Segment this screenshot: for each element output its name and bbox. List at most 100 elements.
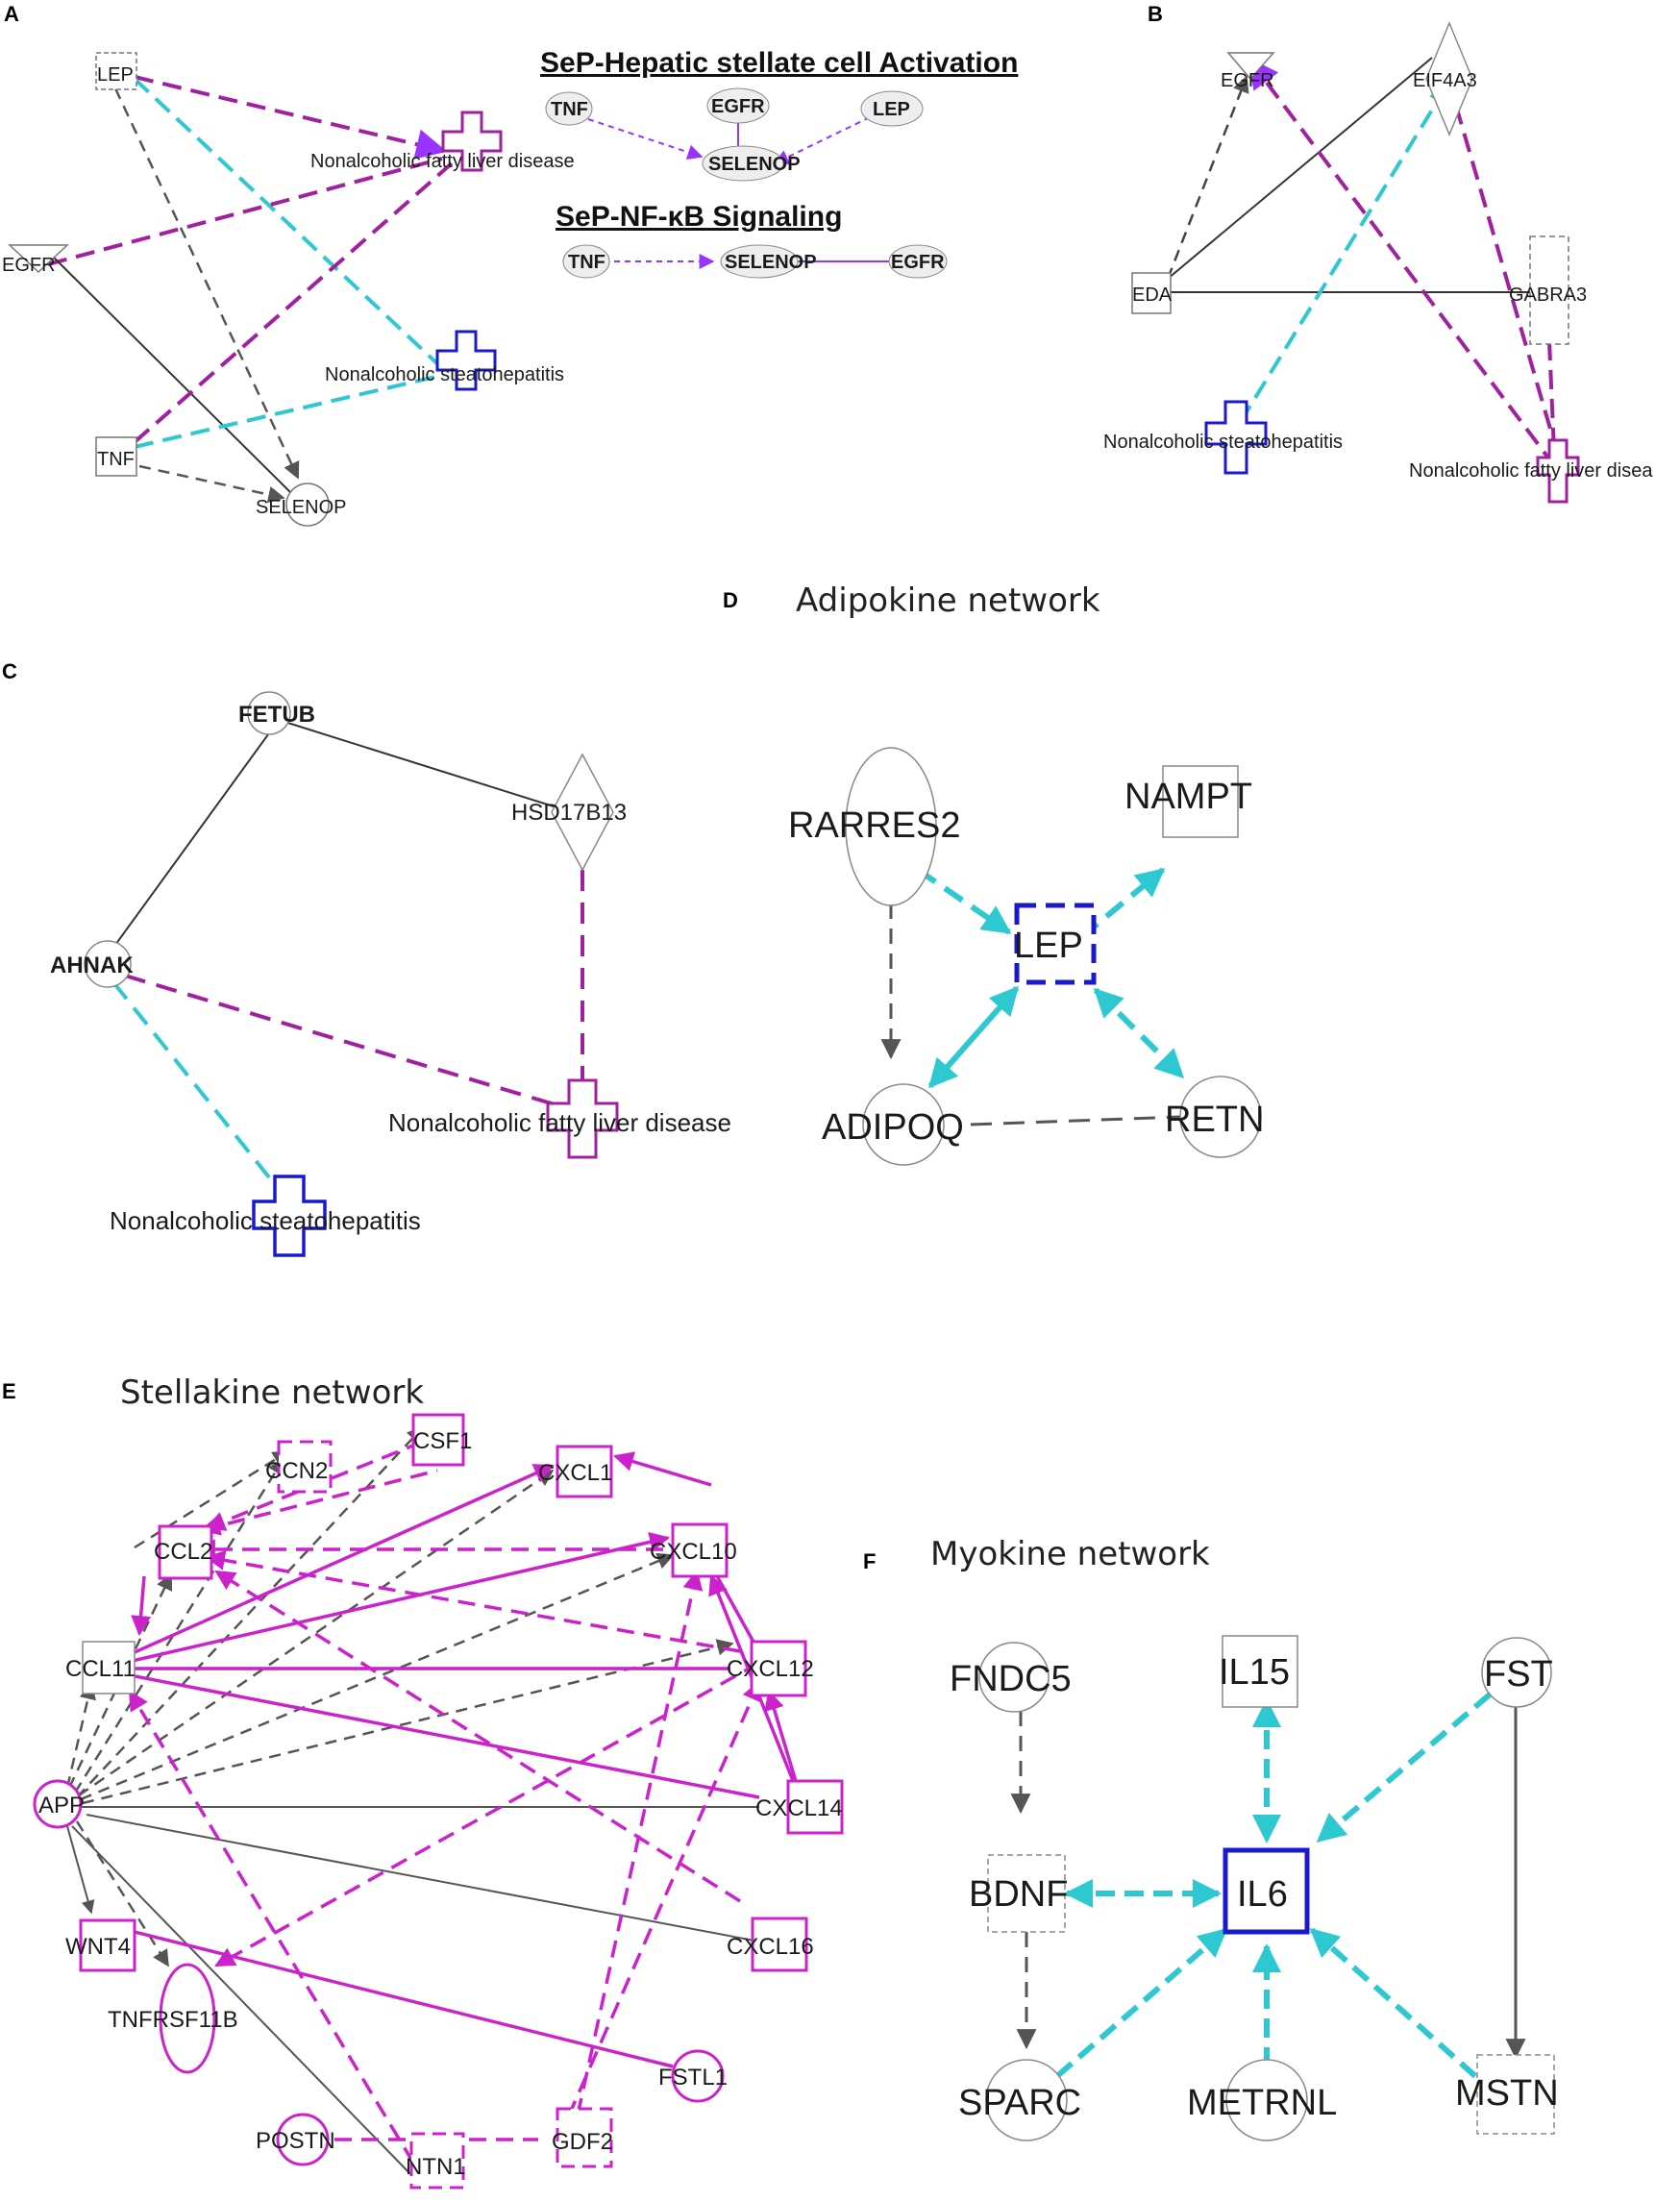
node-c-fetub bbox=[247, 691, 291, 735]
panel-label-a: A bbox=[4, 2, 19, 26]
node-p1-lep bbox=[860, 90, 924, 127]
edge-eif4a3-nafld bbox=[1454, 105, 1559, 453]
edge-mstn-il6 bbox=[1309, 1927, 1477, 2079]
node-c-nash bbox=[252, 1175, 327, 1257]
edge-app-cxcl10 bbox=[80, 1552, 675, 1801]
node-e-gdf2 bbox=[556, 2107, 613, 2168]
label-f-mstn: MSTN bbox=[1455, 2073, 1559, 2114]
panel-c: C FETUB HSD17B13 AHNAK Nonalcoholic fatt… bbox=[2, 659, 731, 1257]
label-a-egfr: EGFR bbox=[2, 255, 56, 276]
label-d-nampt: NAMPT bbox=[1124, 777, 1252, 817]
label-e-cxcl16: CXCL16 bbox=[727, 1934, 814, 1960]
edge-gabra3-nafld bbox=[1547, 340, 1556, 453]
edge-gdf2-cxcl12 bbox=[556, 1680, 762, 2142]
panel-b: B EGFR EIF4A3 EDA GABRA3 Nonalcoholic st… bbox=[1103, 2, 1653, 504]
edges-app-gray bbox=[65, 1425, 734, 1967]
node-b-eda bbox=[1131, 272, 1172, 314]
node-b-gabra3 bbox=[1529, 235, 1569, 345]
node-a-nafld bbox=[441, 111, 503, 172]
node-f-sparc bbox=[985, 2059, 1068, 2141]
label-b-nafld: Nonalcoholic fatty liver disea bbox=[1409, 460, 1653, 482]
label-f-il15: IL15 bbox=[1219, 1652, 1290, 1693]
edge-lep-adipoq bbox=[927, 985, 1020, 1089]
label-e-cxcl10: CXCL10 bbox=[650, 1539, 737, 1565]
label-b-eda: EDA bbox=[1132, 285, 1173, 306]
label-d-rarres2: RARRES2 bbox=[788, 805, 961, 846]
node-p2-selenop bbox=[720, 244, 799, 279]
node-a-tnf bbox=[95, 436, 137, 477]
edge-ccl2-ccl11 bbox=[131, 1575, 152, 1637]
panel-label-d: D bbox=[723, 588, 738, 612]
panel-e: E Stellakine network bbox=[2, 1373, 844, 2190]
pathway-hsc: SeP-Hepatic stellate cell Activation TNF… bbox=[540, 47, 1018, 182]
node-d-rarres2 bbox=[845, 747, 937, 906]
node-e-cxcl14 bbox=[786, 1779, 844, 1835]
node-e-cxcl16 bbox=[751, 1917, 808, 1972]
edge-egfr-nafld bbox=[47, 157, 443, 266]
edge-cxcl14-cxcl12 bbox=[764, 1689, 800, 1789]
node-e-cxcl1 bbox=[556, 1445, 613, 1498]
node-d-adipoq bbox=[862, 1083, 945, 1166]
label-p2-egfr: EGFR bbox=[891, 252, 945, 273]
edge-app-ccn2 bbox=[73, 1457, 285, 1794]
node-a-nash bbox=[435, 330, 497, 391]
node-b-nash bbox=[1204, 400, 1268, 475]
label-f-fndc5: FNDC5 bbox=[950, 1659, 1072, 1699]
node-d-retn bbox=[1179, 1076, 1262, 1158]
edge-wnt4-fstl1 bbox=[114, 1925, 674, 2068]
node-c-hsd bbox=[551, 753, 614, 872]
edge-egfr-nafld-b bbox=[1248, 57, 1549, 458]
pathway-hsc-title: SeP-Hepatic stellate cell Activation bbox=[540, 47, 1018, 79]
edge-lep-selenop bbox=[113, 87, 300, 480]
node-e-ntn1 bbox=[409, 2132, 465, 2190]
node-f-mstn bbox=[1476, 2054, 1555, 2135]
edge-fetub-ahnak bbox=[110, 730, 272, 953]
edge-app-wnt4 bbox=[66, 1825, 95, 1915]
edge-ntn1-ccl11 bbox=[128, 1690, 415, 2164]
label-e-wnt4: WNT4 bbox=[65, 1934, 131, 1960]
edge-tnf-selenop bbox=[138, 464, 285, 504]
label-p1-tnf: TNF bbox=[551, 99, 588, 120]
edge-egfr-selenop bbox=[45, 249, 294, 496]
edge-ahnak-nash bbox=[111, 980, 271, 1179]
label-c-ahnak: AHNAK bbox=[50, 953, 134, 978]
edge-fst-il6 bbox=[1316, 1692, 1492, 1843]
node-p1-egfr bbox=[706, 87, 770, 124]
edges-pink-dashed bbox=[128, 1440, 762, 2164]
panel-d: D Adipokine network RARRES2 NAMPT LEP AD… bbox=[723, 581, 1264, 1166]
label-e-cxcl12: CXCL12 bbox=[727, 1656, 814, 1682]
panel-label-e: E bbox=[2, 1379, 16, 1403]
edge-tnf-nafld bbox=[133, 161, 454, 444]
node-e-fstl1 bbox=[671, 2049, 725, 2103]
node-f-il15 bbox=[1222, 1635, 1298, 1708]
edge-gdf2-cxcl10 bbox=[570, 1569, 704, 2142]
label-b-egfr: EGFR bbox=[1221, 70, 1274, 91]
label-f-bdnf: BDNF bbox=[969, 1874, 1068, 1915]
label-c-hsd: HSD17B13 bbox=[511, 800, 627, 826]
panel-label-f: F bbox=[863, 1549, 876, 1573]
panel-f: F Myokine network FNDC5 IL15 FST BDNF IL… bbox=[863, 1535, 1559, 2141]
label-c-fetub: FETUB bbox=[238, 702, 315, 728]
label-b-eif4a3: EIF4A3 bbox=[1413, 70, 1477, 91]
label-d-lep: LEP bbox=[1014, 926, 1083, 966]
panel-label-b: B bbox=[1148, 2, 1163, 26]
node-f-fndc5 bbox=[978, 1642, 1050, 1713]
label-f-metrnl: METRNL bbox=[1187, 2083, 1337, 2123]
node-e-ccl11 bbox=[82, 1641, 136, 1695]
label-a-nash: Nonalcoholic steatohepatitis bbox=[325, 364, 564, 385]
label-e-cxcl14: CXCL14 bbox=[755, 1795, 843, 1821]
label-f-sparc: SPARC bbox=[958, 2083, 1081, 2123]
label-e-fstl1: FSTL1 bbox=[658, 2065, 728, 2091]
title-e: Stellakine network bbox=[120, 1373, 424, 1412]
node-e-postn bbox=[276, 2113, 330, 2166]
node-a-lep bbox=[95, 52, 137, 90]
node-e-wnt4 bbox=[79, 1918, 136, 1972]
node-f-il6 bbox=[1223, 1847, 1310, 1935]
label-d-adipoq: ADIPOQ bbox=[822, 1107, 964, 1148]
node-d-lep bbox=[1014, 903, 1097, 985]
node-p2-egfr bbox=[888, 244, 948, 279]
edge-ccn2-ccl2 bbox=[199, 1469, 438, 1536]
edge-eda-egfr bbox=[1166, 75, 1249, 280]
edge-p1-lep-selenop bbox=[773, 116, 871, 164]
node-f-bdnf bbox=[987, 1854, 1066, 1933]
